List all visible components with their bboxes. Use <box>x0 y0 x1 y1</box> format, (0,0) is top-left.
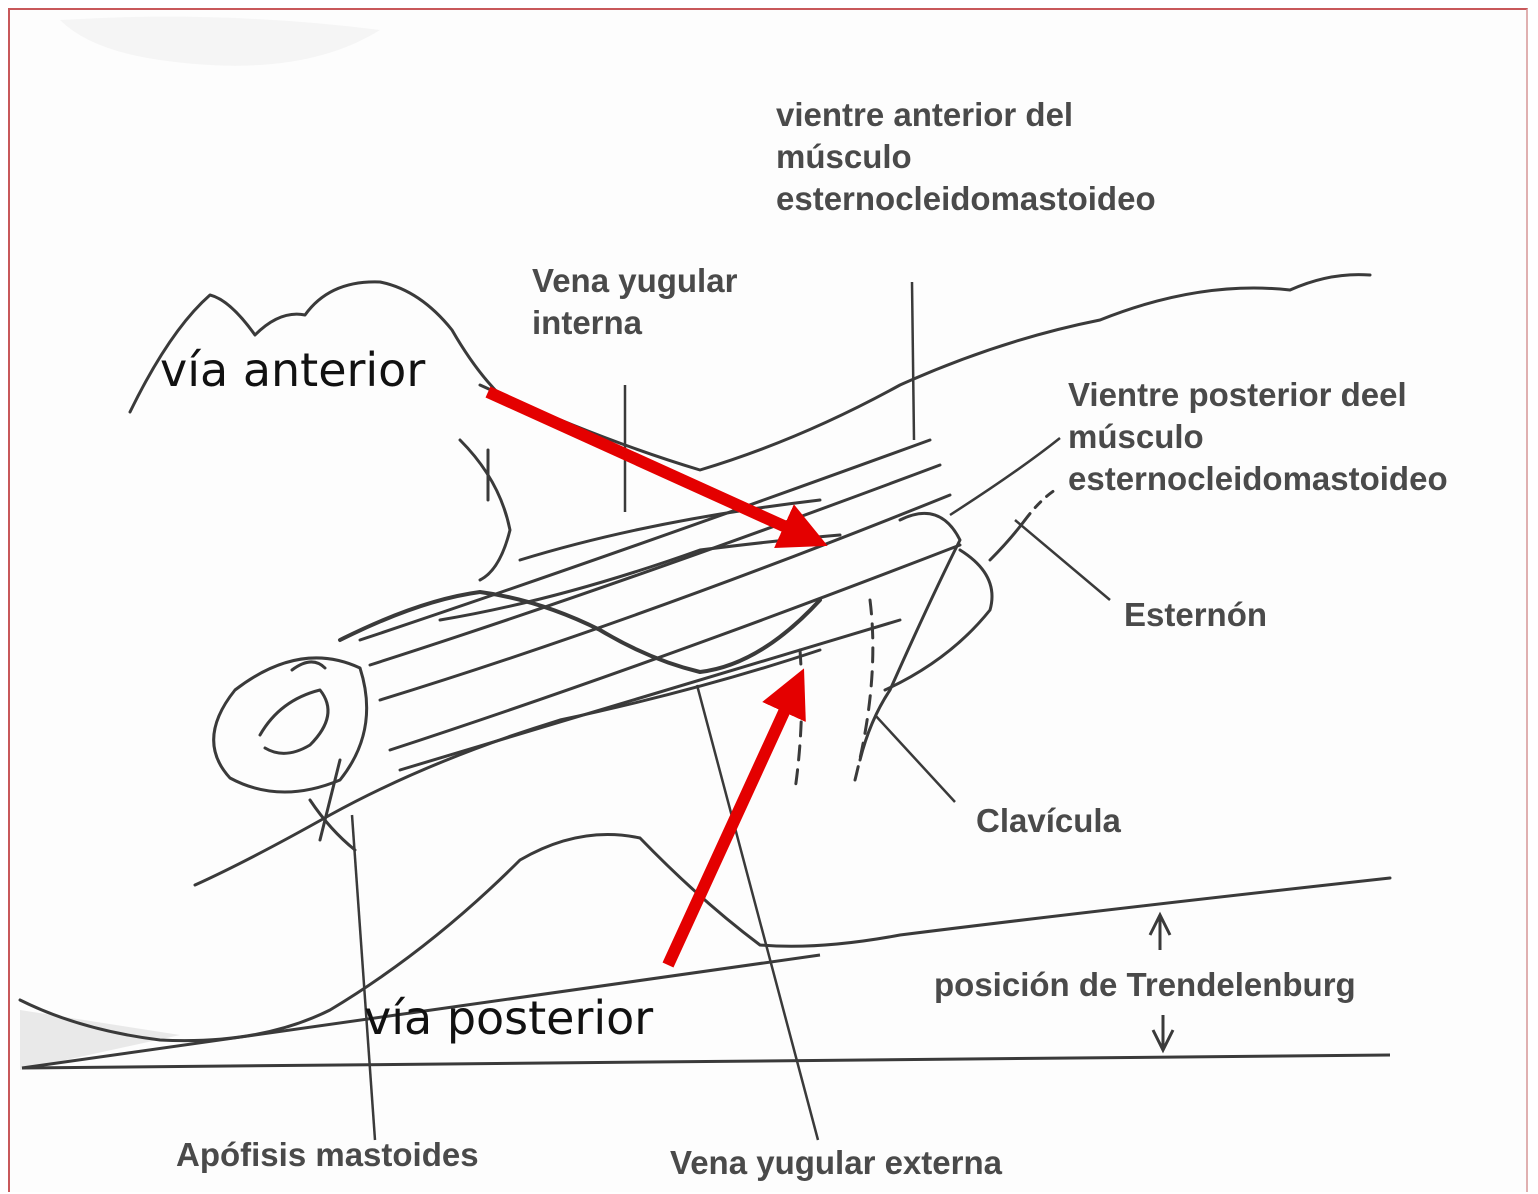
label-esternon: Esternón <box>1124 594 1267 636</box>
access-arrows <box>488 392 808 965</box>
background-shading <box>20 17 380 1070</box>
anterior-route-arrow <box>488 392 808 537</box>
label-trendelenburg: posición de Trendelenburg <box>934 964 1356 1006</box>
label-vientre-anterior: vientre anterior del músculo esternoclei… <box>776 94 1156 220</box>
label-apofisis-mastoides: Apófisis mastoides <box>176 1134 479 1176</box>
label-vena-yugular-interna: Vena yugular interna <box>532 260 737 344</box>
label-via-posterior: vía posterior <box>364 992 653 1044</box>
label-vientre-posterior: Vientre posterior deel músculo esternocl… <box>1068 374 1448 500</box>
label-clavicula: Clavícula <box>976 800 1121 842</box>
label-vena-yugular-externa: Vena yugular externa <box>670 1142 1002 1184</box>
label-via-anterior: vía anterior <box>160 344 425 396</box>
